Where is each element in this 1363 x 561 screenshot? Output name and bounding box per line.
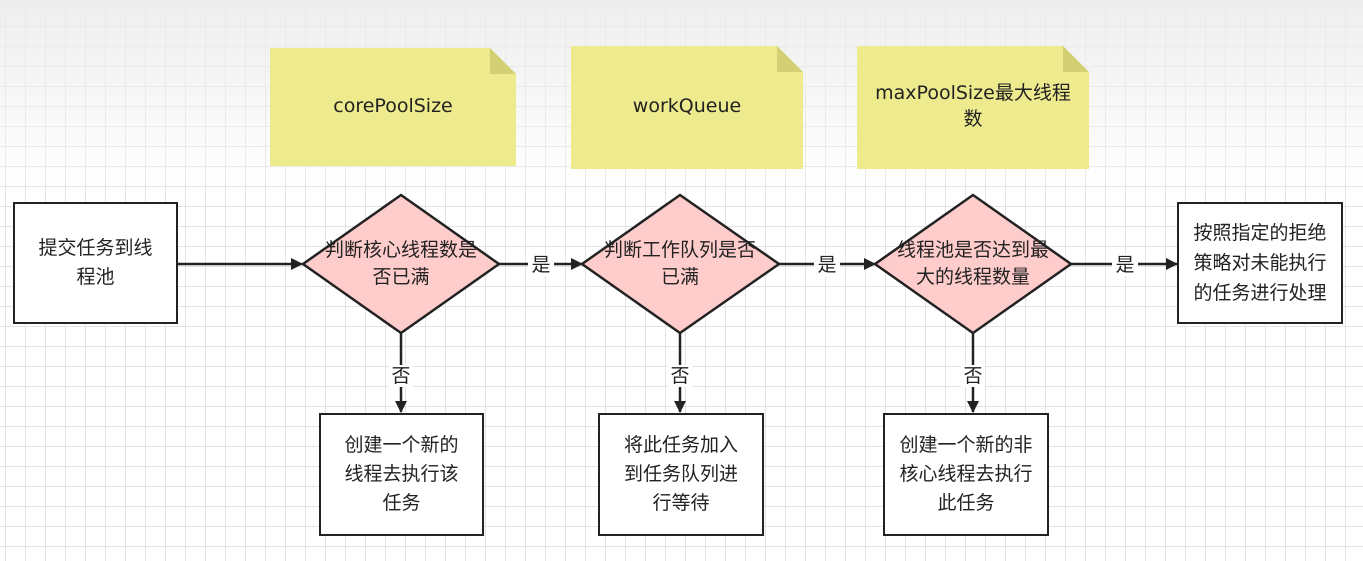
process-enqueue-task-text: 将此任务加入到任务队列进行等待 bbox=[623, 434, 738, 514]
process-create-core-thread: 创建一个新的线程去执行该任务 bbox=[319, 413, 484, 536]
process-submit-task: 提交任务到线程池 bbox=[13, 202, 178, 324]
process-reject-task: 按照指定的拒绝策略对未能执行的任务进行处理 bbox=[1177, 202, 1343, 324]
process-create-noncore-thread: 创建一个新的非核心线程去执行此任务 bbox=[883, 413, 1049, 536]
label-yes-max: 是 bbox=[1112, 254, 1138, 276]
label-yes-core: 是 bbox=[528, 254, 554, 276]
note-core-pool-size bbox=[270, 48, 516, 166]
label-yes-queue: 是 bbox=[814, 254, 840, 276]
process-create-core-thread-text: 创建一个新的线程去执行该任务 bbox=[344, 434, 459, 514]
process-reject-task-text: 按照指定的拒绝策略对未能执行的任务进行处理 bbox=[1193, 222, 1327, 304]
process-create-noncore-thread-text: 创建一个新的非核心线程去执行此任务 bbox=[899, 434, 1033, 514]
note-max-pool-size bbox=[857, 46, 1089, 169]
decision-core-full-text: 判断核心线程数是否已满 bbox=[324, 239, 477, 288]
decision-max-reached bbox=[872, 193, 1074, 335]
decision-core-full bbox=[300, 193, 502, 335]
decision-queue-full-text: 判断工作队列是否已满 bbox=[603, 239, 756, 288]
note-work-queue bbox=[571, 46, 803, 169]
process-enqueue-task: 将此任务加入到任务队列进行等待 bbox=[598, 413, 764, 536]
process-submit-task-text: 提交任务到线程池 bbox=[38, 237, 153, 288]
decision-max-reached-text: 线程池是否达到最大的线程数量 bbox=[896, 239, 1049, 288]
label-no-core: 否 bbox=[389, 365, 413, 387]
label-no-max: 否 bbox=[961, 365, 985, 387]
decision-queue-full bbox=[579, 193, 782, 335]
note-core-pool-size-text: corePoolSize bbox=[333, 95, 453, 117]
note-max-pool-size-text: maxPoolSize最大线程数 bbox=[875, 82, 1071, 130]
label-no-queue: 否 bbox=[668, 365, 692, 387]
note-work-queue-text: workQueue bbox=[632, 95, 742, 117]
